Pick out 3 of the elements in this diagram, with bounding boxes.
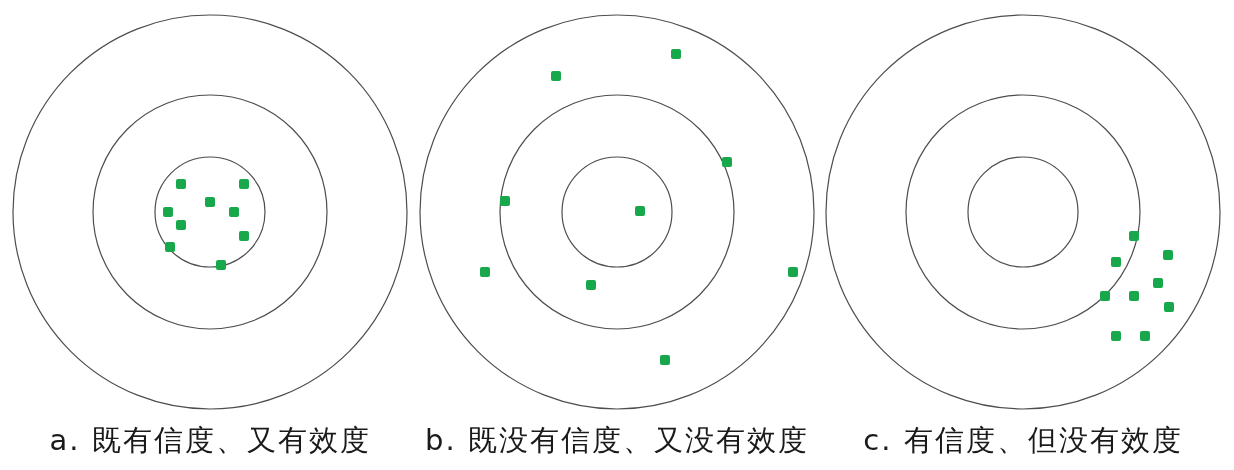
caption: b. 既没有信度、又没有效度	[425, 423, 809, 457]
caption: c. 有信度、但没有效度	[863, 423, 1183, 457]
caption: a. 既有信度、又有效度	[49, 423, 371, 457]
